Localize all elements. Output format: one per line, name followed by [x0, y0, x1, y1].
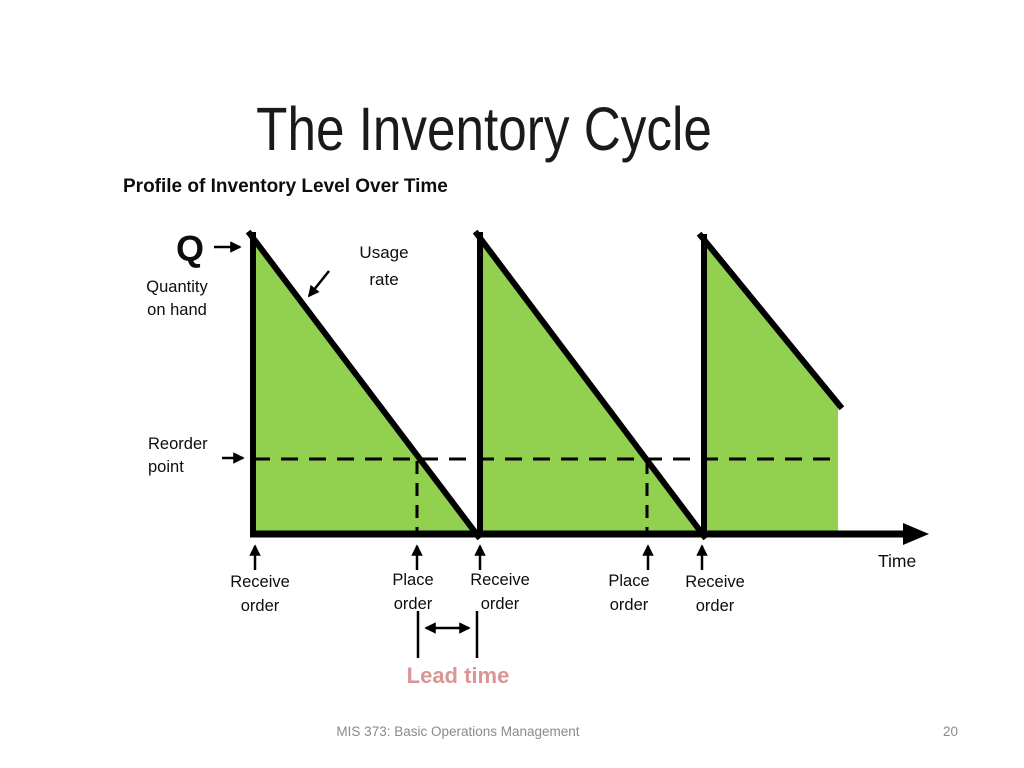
receive-order-label-1: Receive order: [230, 573, 290, 615]
receive-order-label-3: Receive order: [685, 573, 745, 615]
chart-subtitle: Profile of Inventory Level Over Time: [123, 176, 448, 197]
time-axis-arrowhead-icon: [903, 523, 929, 545]
inventory-cycle-3-fill: [704, 237, 838, 534]
x-axis-label: Time: [878, 551, 917, 571]
usage-rate-label: Usage rate: [359, 243, 409, 289]
cycle-2-usage-slope: [472, 229, 709, 541]
reorder-point-label: Reorder point: [148, 435, 208, 476]
place-order-label-1: Place order: [392, 571, 434, 613]
place-order-label-2: Place order: [608, 572, 650, 614]
page-number: 20: [943, 724, 959, 739]
lead-time-label: Lead time: [406, 663, 510, 688]
cycle-3-usage-slope: [696, 231, 845, 411]
footer-course-text: MIS 373: Basic Operations Management: [336, 724, 580, 739]
usage-rate-pointer-arrow-icon: [307, 270, 330, 298]
q-level-label: Q: [176, 228, 205, 269]
y-axis-label: Quantity on hand: [146, 278, 208, 319]
receive-order-label-2: Receive order: [470, 571, 530, 613]
slide-title: The Inventory Cycle: [256, 94, 712, 163]
cycle-1-usage-slope: [245, 229, 483, 541]
